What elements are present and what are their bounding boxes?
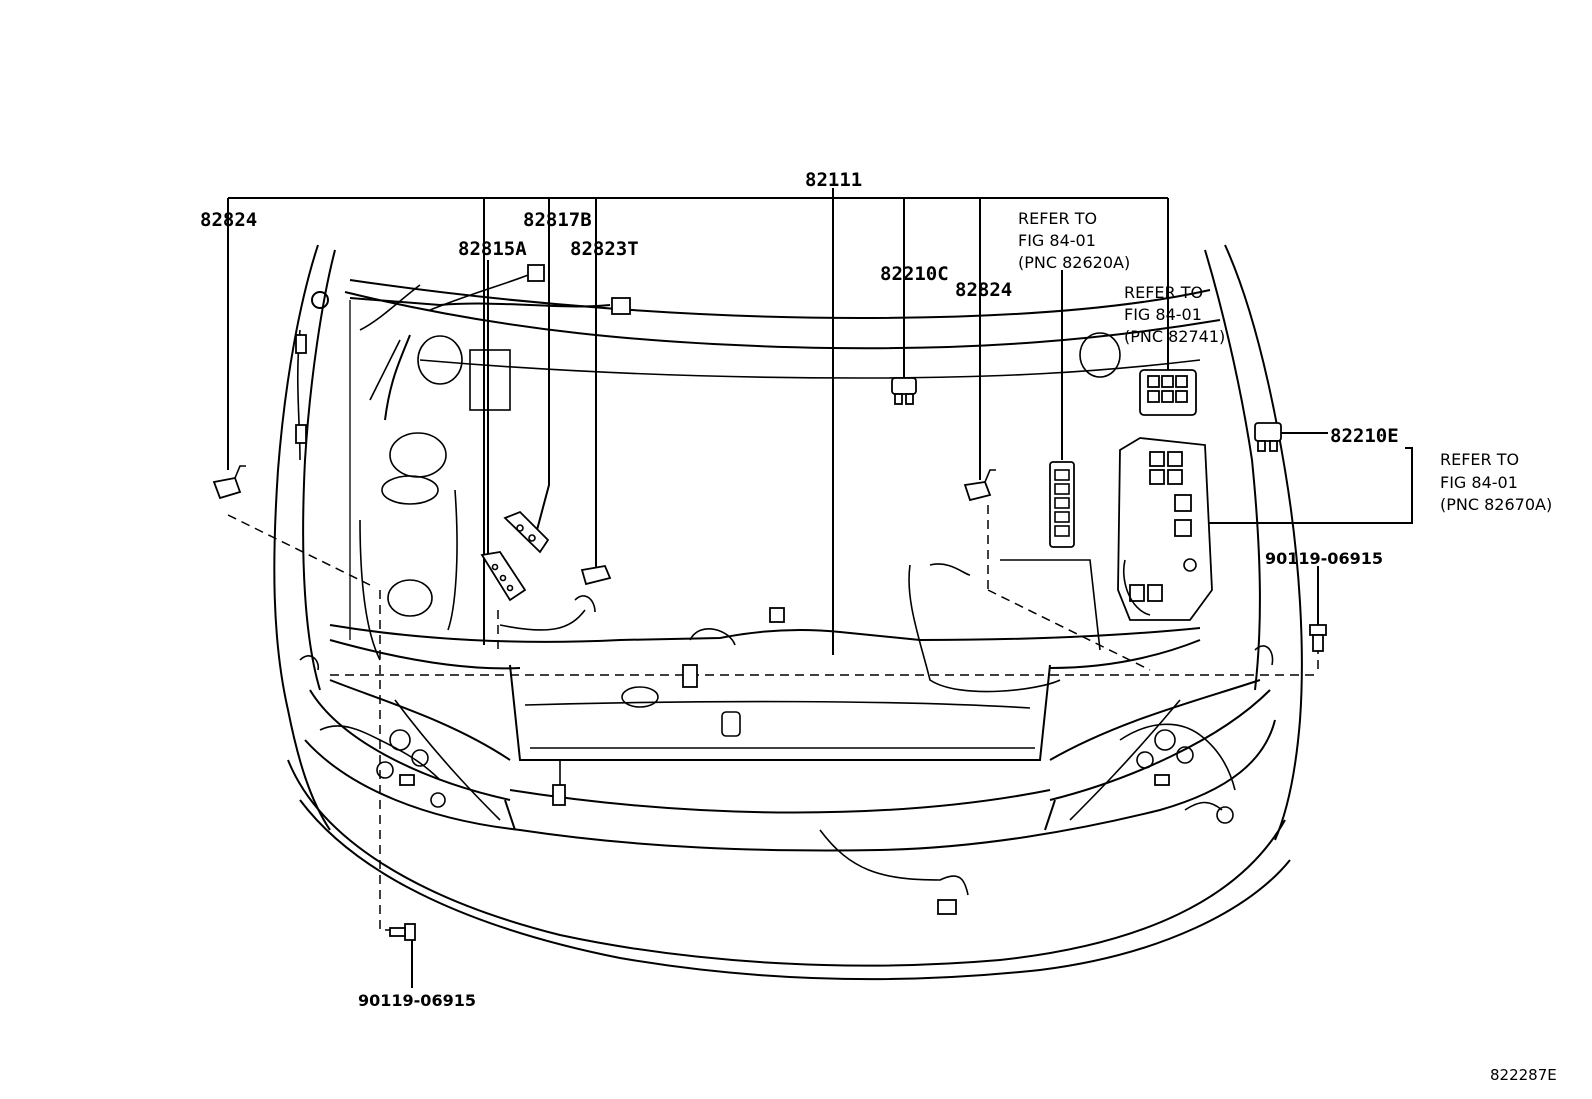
label-82210E[interactable]: 82210E (1330, 425, 1399, 447)
label-90119-06915-right[interactable]: 90119-06915 (1265, 549, 1383, 568)
headlight-harness-left (299, 655, 446, 808)
connector-top-1 (527, 264, 545, 282)
label-82824-right[interactable]: 82824 (955, 279, 1012, 301)
relay-box-82670A[interactable] (1117, 437, 1213, 621)
fusible-link-82620A[interactable] (1049, 461, 1075, 548)
refer-note-3-line2: FIG 84-01 (1440, 473, 1518, 492)
relay-block-82741[interactable] (1139, 369, 1197, 416)
leader-lines (227, 188, 1413, 988)
car-body (273, 244, 1303, 981)
refer-note-1-line2: FIG 84-01 (1018, 231, 1096, 250)
headlight-harness-right (1119, 645, 1274, 791)
cover-82823T[interactable] (580, 564, 612, 586)
refer-note-1-line1: REFER TO (1018, 209, 1097, 228)
label-82823T[interactable]: 82823T (570, 238, 639, 260)
refer-note-3-line1: REFER TO (1440, 450, 1519, 469)
refer-note-2-line1: REFER TO (1124, 283, 1203, 302)
callout-labels: 82111 82824 82817B 82815A 82823T 82210C … (200, 169, 1557, 1084)
refer-note-1-line3: (PNC 82620A) (1018, 253, 1130, 272)
clamp-82824-left[interactable] (212, 465, 246, 500)
harness-wiring (295, 264, 1234, 915)
relay-82210E[interactable] (1254, 422, 1282, 452)
connector-top-2 (611, 297, 631, 315)
bolt-left[interactable] (389, 923, 416, 941)
label-90119-06915-left[interactable]: 90119-06915 (358, 991, 476, 1010)
protector-82817B[interactable] (503, 510, 550, 554)
bolt-right[interactable] (1309, 624, 1327, 652)
label-82817B[interactable]: 82817B (523, 209, 592, 231)
refer-note-82741[interactable]: REFER TO FIG 84-01 (PNC 82741) (1124, 283, 1225, 346)
label-82815A[interactable]: 82815A (458, 238, 527, 260)
clamp-82824-right[interactable] (963, 469, 996, 502)
label-82111[interactable]: 82111 (805, 169, 862, 191)
refer-note-82670A[interactable]: REFER TO FIG 84-01 (PNC 82670A) (1440, 450, 1552, 514)
refer-note-3-line3: (PNC 82670A) (1440, 495, 1552, 514)
figure-ref-code: 822287E (1490, 1066, 1557, 1084)
refer-note-2-line2: FIG 84-01 (1124, 305, 1202, 324)
label-82824-left[interactable]: 82824 (200, 209, 257, 231)
refer-note-82620A[interactable]: REFER TO FIG 84-01 (PNC 82620A) (1018, 209, 1130, 272)
protector-82815A[interactable] (480, 551, 527, 602)
refer-note-2-line3: (PNC 82741) (1124, 327, 1225, 346)
relay-82210C[interactable] (891, 377, 917, 405)
label-82210C[interactable]: 82210C (880, 263, 949, 285)
